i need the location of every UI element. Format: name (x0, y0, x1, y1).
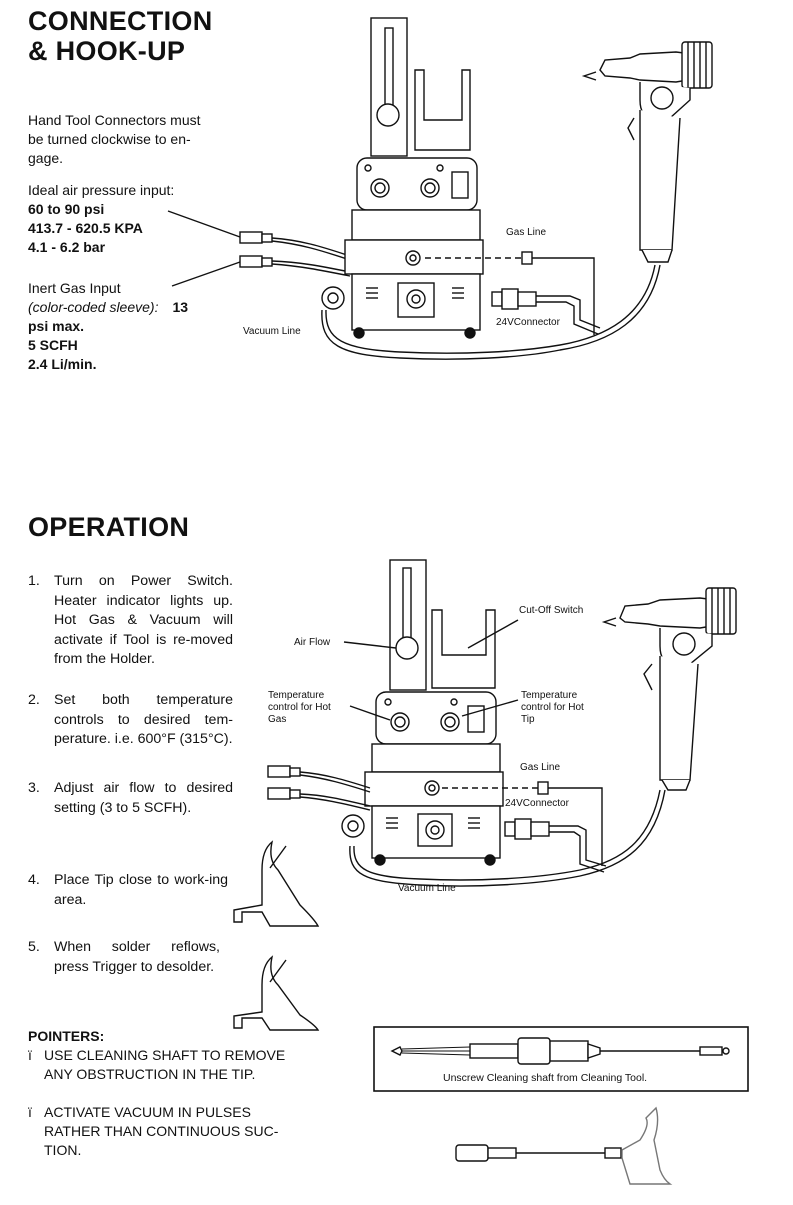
step-number: 3. (28, 780, 40, 796)
air-bar: 4.1 - 6.2 bar (28, 239, 106, 255)
gas-li: 2.4 Li/min. (28, 356, 97, 372)
pointer-line: TION. (44, 1142, 82, 1158)
section-title-connection: CONNECTION & HOOK-UP (28, 6, 213, 66)
step-number: 1. (28, 573, 40, 589)
air-pressure-spec: Ideal air pressure input: 60 to 90 psi 4… (28, 181, 238, 257)
label-gas-line: Gas Line (506, 227, 547, 238)
step-2: 2. Set both temperature controls to desi… (28, 691, 233, 750)
gas-heading: Inert Gas Input (28, 280, 121, 296)
step-text: When solder reflows, press Trigger to de… (54, 939, 220, 975)
bullet: ï (28, 1104, 32, 1120)
pointer-line: RATHER THAN CONTINUOUS SUC- (44, 1123, 279, 1139)
label-air-flow: Air Flow (294, 637, 331, 648)
step-number: 5. (28, 939, 40, 955)
pointers-heading: POINTERS: (28, 1028, 105, 1044)
label-line: control for Hot (521, 702, 584, 713)
gas-psi: psi max. (28, 318, 85, 334)
step-number: 4. (28, 872, 40, 888)
title-line-1: CONNECTION (28, 6, 213, 36)
step-text: Adjust air flow to desired setting (3 to… (54, 780, 233, 816)
pointer-1: ï USE CLEANING SHAFT TO REMOVE ANY OBSTR… (28, 1046, 328, 1084)
air-kpa: 413.7 - 620.5 KPA (28, 220, 143, 236)
air-heading: Ideal air pressure input: (28, 182, 175, 198)
label-temp-hot-tip: Temperature control for Hot Tip (521, 690, 584, 726)
step-number: 2. (28, 692, 40, 708)
step-text: Set both temperature controls to desired… (54, 692, 233, 747)
pointer-line: ANY OBSTRUCTION IN THE TIP. (44, 1066, 256, 1082)
label-line: Gas (268, 714, 287, 725)
step-text: Place Tip close to work-ing area. (54, 872, 228, 908)
hand-tool-note: Hand Tool Connectors must be turned cloc… (28, 111, 233, 168)
title-line-2: & HOOK-UP (28, 36, 186, 66)
step-5: 5. When solder reflows, press Trigger to… (28, 938, 220, 977)
gas-sleeve: (color-coded sleeve): (28, 299, 159, 315)
label-vacuum-line-2: Vacuum Line (398, 883, 456, 894)
gas-13: 13 (172, 299, 189, 315)
step-1: 1. Turn on Power Switch. Heater indicato… (28, 572, 233, 670)
step-text: Turn on Power Switch. Heater indicator l… (54, 573, 233, 667)
gas-sleeve-line: (color-coded sleeve): 13 (28, 298, 243, 317)
hand-tool-line: gage. (28, 150, 64, 166)
label-line: Temperature (268, 690, 325, 701)
hand-tool-line: be turned clockwise to en- (28, 131, 191, 147)
label-24v-connector-2: 24VConnector (505, 798, 569, 809)
cleaning-tool-caption: Unscrew Cleaning shaft from Cleaning Too… (443, 1072, 648, 1084)
label-vacuum-line: Vacuum Line (243, 326, 301, 337)
label-line: Tip (521, 714, 535, 725)
label-cut-off-switch: Cut-Off Switch (519, 605, 584, 616)
air-psi: 60 to 90 psi (28, 201, 105, 217)
inert-gas-spec: Inert Gas Input (color-coded sleeve):13 … (28, 279, 243, 374)
label-gas-line-2: Gas Line (520, 762, 561, 773)
label-24v-connector: 24VConnector (496, 317, 560, 328)
pointer-line: ACTIVATE VACUUM IN PULSES (44, 1104, 251, 1120)
bullet: ï (28, 1047, 32, 1063)
hand-tool-line: Hand Tool Connectors must (28, 112, 201, 128)
gas-scfh: 5 SCFH (28, 337, 78, 353)
pointer-2: ï ACTIVATE VACUUM IN PULSES RATHER THAN … (28, 1103, 328, 1160)
label-line: Temperature (521, 690, 578, 701)
step-3: 3. Adjust air flow to desired setting (3… (28, 779, 233, 818)
step-4: 4. Place Tip close to work-ing area. (28, 871, 228, 910)
label-temp-hot-gas: Temperature control for Hot Gas (268, 690, 331, 726)
label-line: control for Hot (268, 702, 331, 713)
pointer-line: USE CLEANING SHAFT TO REMOVE (44, 1047, 286, 1063)
section-title-operation: OPERATION (28, 512, 190, 542)
